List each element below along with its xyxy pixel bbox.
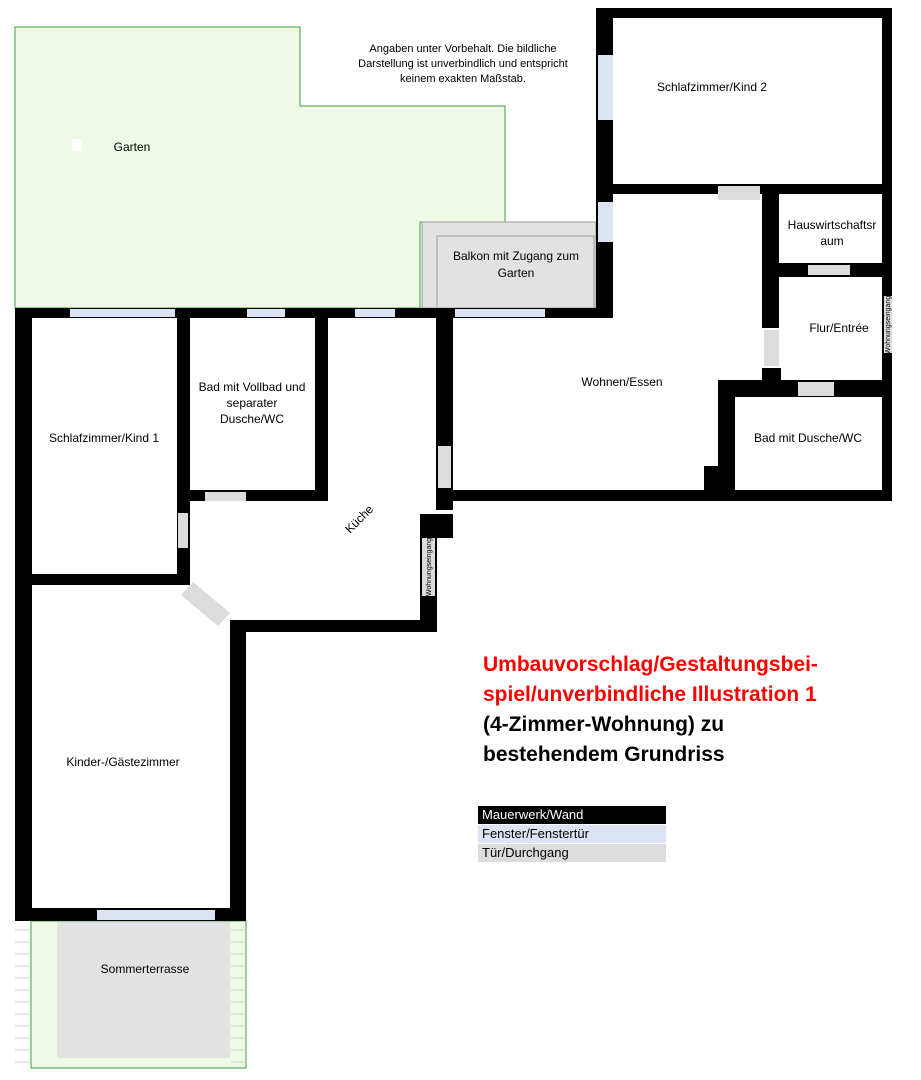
label-hauswirtschaft-1: Hauswirtschaftsr	[788, 218, 877, 232]
label-wohnen: Wohnen/Essen	[581, 375, 662, 389]
legend-window: Fenster/Fenstertür	[478, 825, 666, 843]
label-bad-dusche: Bad mit Dusche/WC	[754, 431, 862, 445]
headline-line-2: spiel/unverbindliche Illustration 1	[483, 683, 817, 706]
label-wohnungseingang-left: Wohnungseingang	[426, 538, 433, 596]
label-kueche: Küche	[342, 502, 376, 536]
terrace-stripes	[15, 929, 246, 1063]
label-balkon-1: Balkon mit Zugang zum	[453, 249, 579, 263]
label-bad-vollbad-1: Bad mit Vollbad und	[199, 380, 306, 394]
label-schlafzimmer-kind1: Schlafzimmer/Kind 1	[49, 431, 159, 445]
label-hauswirtschaft-2: aum	[820, 234, 843, 248]
headline-line-4: bestehendem Grundriss	[483, 743, 725, 766]
windows	[70, 55, 613, 920]
label-flur: Flur/Entrée	[809, 321, 869, 335]
balcony-inner	[436, 235, 595, 309]
label-kinder: Kinder-/Gästezimmer	[66, 755, 179, 769]
label-bad-vollbad-3: Dusche/WC	[220, 412, 284, 426]
label-balkon-2: Garten	[498, 266, 535, 280]
headline: Umbauvorschlag/Gestaltungsbei- spiel/unv…	[483, 650, 903, 770]
terrace-floor	[57, 922, 230, 1058]
label-bad-vollbad-2: separater	[227, 396, 278, 410]
legend: Mauerwerk/Wand Fenster/Fenstertür Tür/Du…	[478, 806, 666, 863]
disclaimer-text: Angaben unter Vorbehalt. Die bildliche D…	[358, 43, 568, 85]
doors	[178, 186, 892, 626]
label-wohnungseingang-right: Wohnungseingang	[885, 296, 892, 354]
garden-marker	[72, 139, 82, 151]
headline-line-3: (4-Zimmer-Wohnung) zu	[483, 713, 725, 736]
label-sommerterrasse: Sommerterrasse	[101, 962, 190, 976]
legend-wall: Mauerwerk/Wand	[478, 806, 666, 824]
label-garten: Garten	[114, 140, 151, 154]
legend-door: Tür/Durchgang	[478, 844, 666, 862]
label-schlafzimmer-kind2: Schlafzimmer/Kind 2	[657, 80, 767, 94]
headline-line-1: Umbauvorschlag/Gestaltungsbei-	[483, 653, 818, 676]
